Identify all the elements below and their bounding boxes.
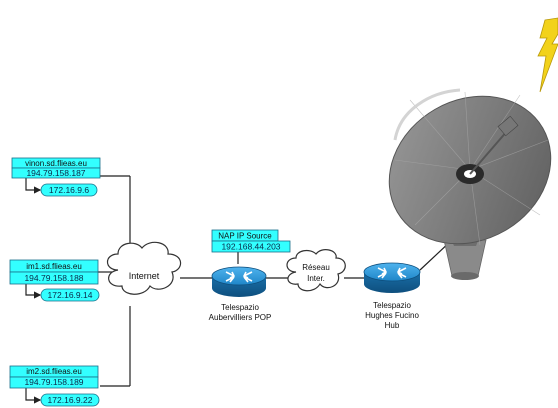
internet-cloud-icon — [106, 241, 182, 295]
reseau-label-2: Inter. — [307, 274, 325, 283]
router-right-label-3: Hub — [385, 321, 400, 330]
host-private-ip: 172.16.9.14 — [48, 290, 93, 300]
router-icon — [363, 262, 421, 293]
host-public-ip-box — [9, 376, 99, 389]
nap-ip-box — [211, 240, 291, 253]
router-left-label-2: Aubervilliers POP — [209, 313, 272, 322]
router-icon — [211, 266, 267, 297]
host-im1: im1.sd.flieas.eu 194.79.158.188 172.16.9… — [9, 259, 100, 302]
host-name: vinon.sd.flieas.eu — [25, 159, 87, 168]
nap-ip: 192.168.44.203 — [221, 242, 280, 252]
host-public-ip-box — [11, 167, 101, 179]
host-name: im1.sd.flieas.eu — [26, 262, 82, 271]
reseau-label-1: Réseau — [302, 263, 330, 272]
host-im2: im2.sd.flieas.eu 194.79.158.189 172.16.9… — [9, 365, 100, 407]
host-vinon: vinon.sd.flieas.eu 194.79.158.187 172.16… — [11, 157, 101, 197]
host-private-ip-box — [40, 288, 100, 302]
satellite-dish-icon — [388, 88, 552, 280]
lightning-bolt-icon — [537, 17, 558, 93]
router-right-label-2: Hughes Fucino — [365, 311, 419, 320]
reseau-cloud-icon — [286, 249, 346, 292]
host-name: im2.sd.flieas.eu — [26, 367, 82, 376]
host-private-ip-box — [40, 183, 98, 197]
host-private-ip: 172.16.9.22 — [48, 395, 93, 405]
host-private-ip-box — [40, 393, 100, 407]
internet-label: Internet — [129, 271, 160, 281]
host-public-ip: 194.79.158.187 — [26, 168, 85, 178]
host-private-ip: 172.16.9.6 — [49, 185, 89, 195]
router-left-label-1: Telespazio — [221, 303, 259, 312]
host-public-ip: 194.79.158.189 — [24, 377, 83, 387]
nap-ip-source: NAP IP Source 192.168.44.203 — [211, 229, 291, 253]
host-public-ip-box — [9, 271, 99, 285]
host-public-ip: 194.79.158.188 — [24, 273, 83, 283]
router-right-label-1: Telespazio — [373, 301, 411, 310]
nap-title: NAP IP Source — [218, 232, 272, 241]
